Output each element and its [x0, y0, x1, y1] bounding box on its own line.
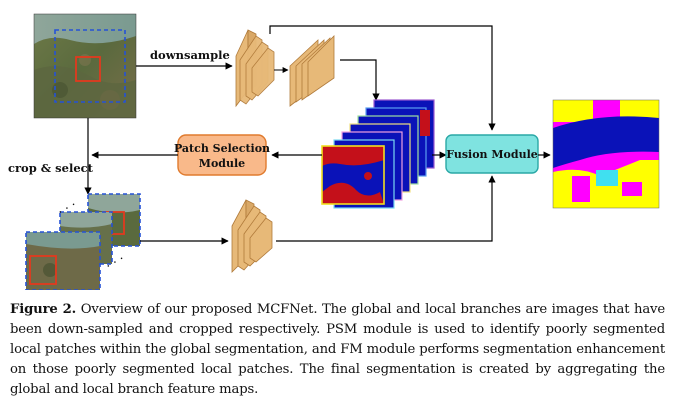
figure-caption: Figure 2. Overview of our proposed MCFNe…	[10, 300, 665, 400]
patch-selection-module: Patch Selection Module	[174, 134, 270, 176]
psm-label-line2: Module	[199, 157, 245, 170]
global-to-segmaps-arrow	[340, 59, 380, 101]
fusion-label: Fusion Module	[446, 148, 538, 161]
local-encoder-block	[231, 199, 273, 273]
psm-label-line1: Patch Selection	[174, 142, 270, 155]
global-input-image	[33, 13, 137, 119]
mcfnet-diagram: downsample crop & select	[8, 13, 660, 290]
crop-select-label: crop & select	[8, 161, 94, 175]
local-patch-front	[25, 231, 101, 290]
final-segmentation-output	[552, 99, 660, 209]
selected-patch-marker	[75, 56, 101, 82]
downsample-label: downsample	[150, 48, 230, 62]
local-to-fusion-arrow	[276, 175, 496, 242]
figure-label: Figure 2.	[10, 302, 77, 317]
global-encoder-block-1	[235, 29, 275, 108]
global-dashed-region	[54, 29, 126, 103]
local-patches-group: · · · · · ·	[25, 193, 141, 290]
global-segmentation-stack	[321, 99, 435, 209]
fusion-module: Fusion Module	[445, 134, 539, 174]
caption-text: Overview of our proposed MCFNet. The glo…	[10, 302, 665, 397]
global-to-fusion-arrow	[269, 25, 496, 131]
global-encoder-block-2	[289, 35, 335, 107]
front-segmentation-map	[321, 145, 385, 205]
